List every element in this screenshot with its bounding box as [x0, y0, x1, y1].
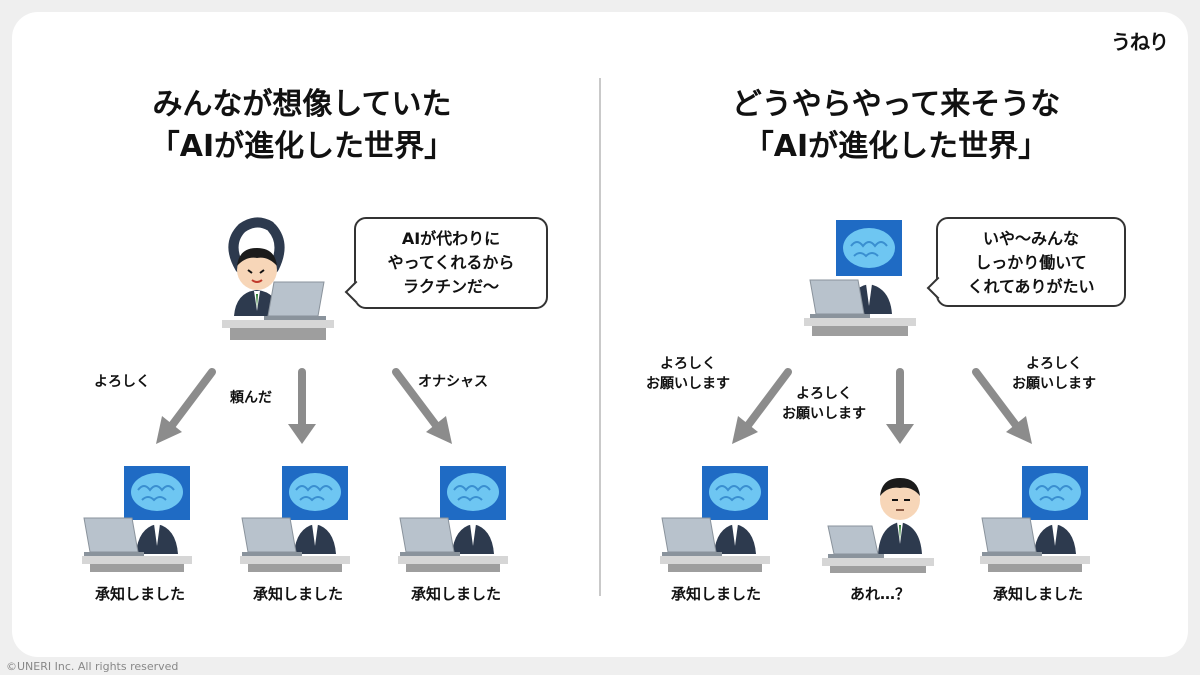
uneri-logo: うねり [1111, 30, 1169, 54]
right-bubble-line: くれてありがたい [967, 277, 1095, 296]
right-arrow-label-3-line1: よろしく [1026, 356, 1082, 372]
ai-worker-illustration [660, 466, 770, 572]
left-arrow-label-3: オナシャス [418, 374, 488, 390]
left-bubble-line: ラクチンだ〜 [402, 277, 499, 296]
right-title-line1: どうやらやって来そうな [731, 87, 1061, 122]
right-arrow-label-3-line2: お願いします [1012, 376, 1096, 392]
left-arrow-2 [288, 368, 316, 444]
human-worker-confused-illustration [822, 478, 934, 573]
left-title-line1: みんなが想像していた [152, 87, 452, 122]
ai-worker-illustration [980, 466, 1090, 572]
left-caption-3: 承知しました [410, 585, 501, 603]
right-title: どうやらやって来そうな 「AIが進化した世界」 [616, 84, 1176, 168]
left-bubble-line: やってくれるから [387, 253, 515, 272]
right-arrow-label-2-line2: お願いします [782, 406, 866, 422]
right-arrow-label-1-line2: お願いします [646, 376, 730, 392]
right-bubble-line: いや〜みんな [982, 229, 1079, 248]
left-speech-bubble: AIが代わりに やってくれるから ラクチンだ〜 [354, 217, 548, 309]
ai-worker-illustration [398, 466, 508, 572]
right-ai-boss-illustration [804, 220, 916, 336]
left-arrow-1 [156, 368, 216, 444]
center-divider [599, 78, 601, 596]
left-arrow-label-2: 頼んだ [230, 390, 272, 406]
right-caption-2: あれ…？ [849, 585, 910, 603]
ai-worker-illustration [82, 466, 192, 572]
left-caption-2: 承知しました [252, 585, 343, 603]
laptop [264, 281, 326, 320]
right-arrow-label-3: よろしく お願いします [1012, 354, 1096, 394]
right-arrow-label-2: よろしく お願いします [782, 384, 866, 424]
laptop [809, 279, 870, 318]
right-arrow-3 [972, 368, 1032, 444]
right-arrow-label-1: よろしく お願いします [646, 354, 730, 394]
right-arrow-2 [886, 368, 914, 444]
desk [804, 318, 916, 326]
right-arrow-label-1-line1: よろしく [660, 356, 716, 372]
right-speech-bubble: いや〜みんな しっかり働いて くれてありがたい [936, 217, 1126, 307]
right-caption-1: 承知しました [670, 585, 761, 603]
left-arrow-label-1: よろしく [94, 374, 150, 390]
right-arrow-1 [732, 368, 792, 444]
left-title-line2: 「AIが進化した世界」 [149, 129, 455, 164]
boss-head [237, 250, 277, 290]
ai-worker-illustration [240, 466, 350, 572]
desk [222, 320, 334, 328]
copyright-text: ©UNERI Inc. All rights reserved [6, 660, 179, 673]
left-title: みんなが想像していた 「AIが進化した世界」 [22, 84, 582, 168]
left-arrow-3 [392, 368, 452, 444]
ai-brain-head [836, 220, 902, 276]
left-caption-1: 承知しました [94, 585, 185, 603]
right-bubble-line: しっかり働いて [975, 253, 1087, 272]
right-caption-3: 承知しました [992, 585, 1083, 603]
left-boss-stretching-illustration [222, 217, 334, 340]
boss-hair [237, 248, 277, 266]
slide-card: うねり みんなが想像していた 「AIが進化した世界」 どうやらやって来そうな 「… [12, 12, 1188, 657]
right-arrow-label-2-line1: よろしく [796, 386, 852, 402]
right-title-line2: 「AIが進化した世界」 [743, 129, 1049, 164]
left-bubble-line: AIが代わりに [401, 229, 501, 248]
